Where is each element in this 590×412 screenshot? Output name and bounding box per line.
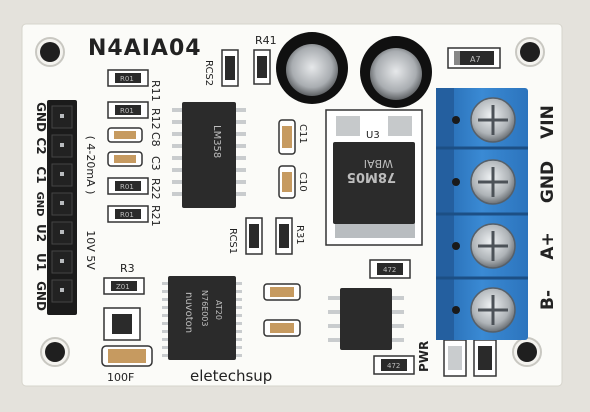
cap-c11: C11	[278, 119, 308, 155]
bulk-cap-marking: 100F	[107, 371, 134, 384]
r31-resistor: R31	[275, 217, 305, 255]
opamp-chip-upper: LM358	[172, 102, 246, 208]
pin-label-gnd-1: GND	[34, 102, 48, 132]
terminal-label-b-minus: B-	[538, 290, 558, 310]
opamp-chip-lower	[328, 288, 404, 350]
voltage-range-label: 10V 5V	[84, 230, 97, 270]
brand-label: eletechsup	[190, 367, 272, 385]
label-r12: R12	[149, 108, 162, 130]
mounting-holes	[35, 37, 545, 367]
rcs2-resistor: RCS2	[203, 49, 239, 87]
terminal-screw-vin	[470, 97, 516, 143]
label-r21: R21	[149, 205, 162, 227]
marking-r01-1: R01	[120, 75, 134, 83]
screw-terminal-block	[436, 88, 528, 340]
board-model-label: N4AIA04	[88, 36, 202, 61]
pin-label-u2: U2	[34, 224, 48, 242]
label-r3: R3	[120, 262, 135, 275]
terminal-screw-gnd	[470, 159, 516, 205]
marking-472-2: 472	[387, 362, 400, 370]
label-rcs2: RCS2	[203, 60, 214, 86]
resistor-472-lower: 472	[373, 355, 415, 375]
terminal-labels: VIN GND A+ B-	[538, 105, 558, 310]
pin-label-u1: U1	[34, 253, 48, 271]
current-range-label: ( 4-20mA )	[84, 136, 97, 195]
terminal-label-a-plus: A+	[538, 232, 558, 259]
mcu-chip: nuvoton N76E003 AT20	[162, 276, 242, 360]
regulator-marking-2: WBAI	[364, 157, 393, 170]
marking-z01: Z01	[116, 283, 130, 291]
regulator-marking-1: 78M05	[347, 169, 396, 184]
marking-a7: A7	[470, 55, 481, 64]
transistor	[103, 307, 141, 341]
label-r11: R11	[149, 80, 162, 102]
terminal-label-gnd: GND	[538, 161, 558, 203]
marking-r01-4: R01	[120, 211, 134, 219]
label-c11: C11	[297, 124, 308, 144]
pin-header	[47, 100, 77, 315]
opamp-marking: LM358	[211, 125, 222, 158]
power-led-label: PWR	[417, 341, 431, 372]
label-c3: C3	[149, 156, 162, 171]
left-resistor-column: R01 R01 R01 R01	[107, 69, 149, 223]
power-led: PWR	[417, 339, 497, 377]
left-designators: R11 R12 C8 C3 R22 R21	[149, 80, 162, 227]
pin-labels: GND C2 C1 GND U2 U1 GND ( 4-20mA ) 10V 5…	[34, 102, 97, 311]
rcs1-resistor: RCS1	[227, 217, 263, 255]
pin-label-c2: C2	[34, 137, 48, 154]
voltage-regulator: U3 78M05 WBAI	[325, 109, 423, 246]
label-rcs1: RCS1	[227, 228, 238, 254]
r3-resistor: R3 Z01	[103, 262, 145, 295]
terminal-label-vin: VIN	[538, 105, 558, 139]
mcu-marking-1: nuvoton	[183, 292, 194, 333]
electrolytic-capacitor-right	[360, 36, 432, 108]
label-r22: R22	[149, 178, 162, 200]
marking-r01-3: R01	[120, 183, 134, 191]
label-r31: R31	[294, 225, 305, 245]
terminal-screw-b-minus	[470, 287, 516, 333]
bulk-capacitor: 100F	[101, 345, 153, 384]
pcb-board	[21, 23, 563, 387]
label-c8: C8	[149, 132, 162, 147]
marking-472-1: 472	[383, 266, 396, 274]
pin-label-gnd-3: GND	[34, 281, 48, 311]
terminal-screw-a-plus	[470, 223, 516, 269]
mcu-marking-3: AT20	[214, 300, 223, 320]
pin-label-c1: C1	[34, 166, 48, 183]
electrolytic-capacitor-left	[276, 32, 348, 104]
diode-a7: A7	[447, 47, 501, 69]
r41-resistor: R41	[253, 34, 277, 85]
label-r41: R41	[255, 34, 277, 47]
mcu-decoupling-caps	[263, 283, 301, 337]
resistor-472-upper: 472	[369, 259, 411, 279]
label-u3: U3	[366, 130, 380, 141]
mcu-marking-2: N76E003	[200, 290, 209, 327]
marking-r01-2: R01	[120, 107, 134, 115]
cap-c10: C10	[278, 165, 308, 199]
pin-label-gnd-2: GND	[34, 192, 45, 217]
label-c10: C10	[297, 172, 308, 192]
